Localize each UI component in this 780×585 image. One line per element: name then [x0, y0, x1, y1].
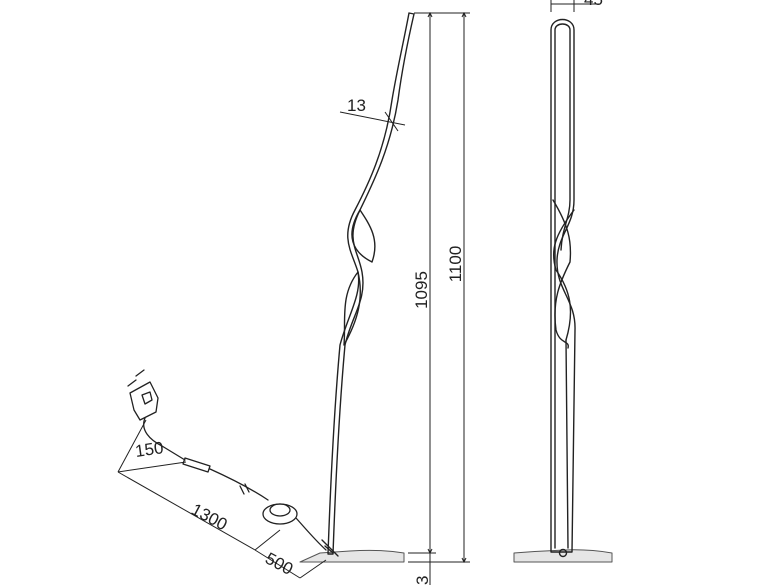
side-foot-connector [321, 539, 339, 557]
height-dimensions [408, 11, 470, 585]
total-height-label: 1100 [446, 246, 465, 283]
light-length-label: 1095 [412, 271, 431, 309]
base-thickness-label: 3 [413, 576, 432, 585]
thickness-label: 13 [347, 96, 366, 115]
cable-plug-segment [143, 417, 186, 461]
inline-connector-icon [182, 457, 211, 473]
plug-pins [127, 369, 145, 387]
side-twist-strand-2 [343, 271, 361, 346]
front-pole-inner [554, 23, 571, 549]
cable-switch-segment [295, 517, 327, 551]
power-plug-icon [129, 381, 159, 421]
cable-dimensions [117, 419, 327, 579]
front-switch-dot [558, 548, 568, 558]
width-dimension [550, 0, 600, 12]
plug-detail [141, 391, 153, 405]
front-twist-strand-2 [552, 209, 575, 341]
side-twist-strand [351, 209, 376, 263]
front-view [513, 18, 613, 563]
front-twist-strand [552, 199, 572, 349]
side-view [299, 12, 415, 563]
switch-cable-label: 500 [262, 549, 296, 579]
side-base-plate [299, 549, 405, 563]
side-pole-outline [327, 12, 415, 555]
main-cable-label: 1300 [188, 500, 230, 535]
cable-main-segment [209, 468, 269, 501]
foot-switch-button [269, 503, 291, 517]
cable-break-marks [239, 483, 250, 495]
foot-switch-icon [262, 503, 298, 525]
width-label: 45 [584, 0, 603, 9]
plug-cable-label: 150 [134, 438, 165, 461]
thickness-dimension [339, 111, 406, 132]
